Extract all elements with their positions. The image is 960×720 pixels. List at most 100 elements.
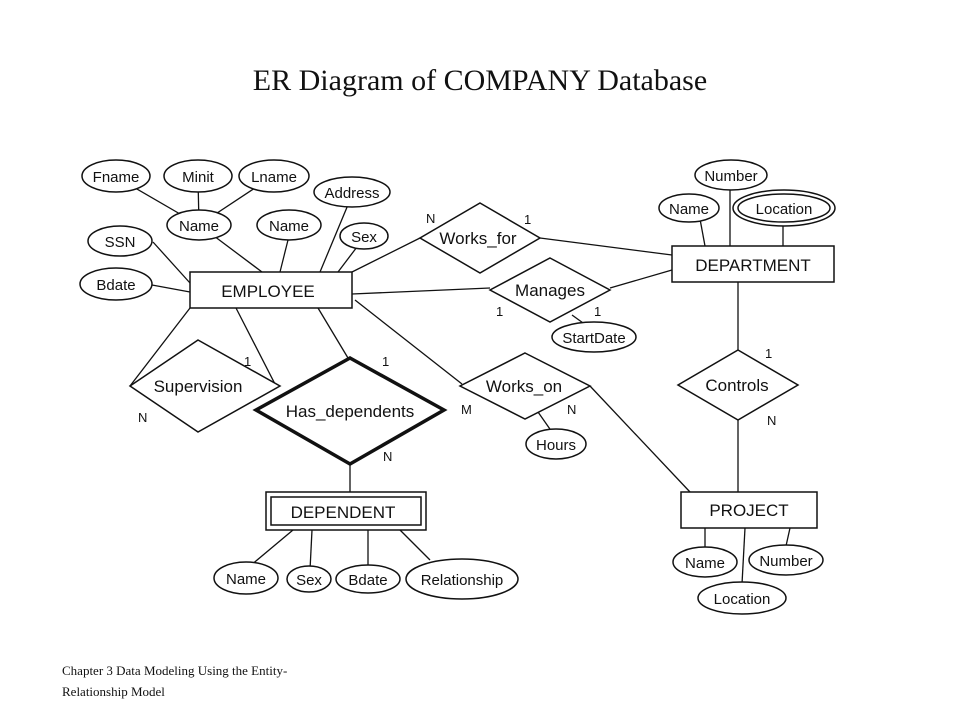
attr-emp-name2-label: Name <box>269 218 309 235</box>
cardinality-labels: N 1 1 1 1 N 1 N M N 1 N <box>138 211 776 464</box>
attributes: Fname Minit Lname Name Name Address Sex … <box>79 159 836 615</box>
card-controls-proj: N <box>767 413 776 428</box>
edge-proj-number <box>785 527 791 547</box>
attr-startdate <box>551 321 637 353</box>
attr-startdate-label: StartDate <box>562 330 625 347</box>
edge-manages-department <box>609 269 673 289</box>
edge-employee-manages <box>351 287 491 295</box>
card-supervision-supervisor: 1 <box>244 354 251 369</box>
edge-employee-supervision-n <box>129 307 191 387</box>
attr-fname-label: Fname <box>93 169 140 186</box>
edge-dept-name <box>699 218 706 247</box>
relationship-works-for-label: Works_for <box>439 229 516 248</box>
attr-dep-sex-label: Sex <box>296 572 322 589</box>
page-title: ER Diagram of COMPANY Database <box>253 64 707 97</box>
card-supervision-supervisee: N <box>138 410 147 425</box>
edge-works-for-department <box>539 237 673 256</box>
card-controls-dept: 1 <box>765 346 772 361</box>
edge-dep-relationship <box>399 529 431 561</box>
attr-dept-name-label: Name <box>669 201 709 218</box>
relationship-controls: Controls <box>676 349 800 421</box>
edge-name2-employee <box>279 235 290 273</box>
attr-dept-location-label: Location <box>756 201 813 218</box>
attr-dep-relationship-label: Relationship <box>421 572 504 589</box>
attr-dep-relationship <box>405 558 519 600</box>
edge-bdate-employee <box>151 284 191 293</box>
card-manages-dept: 1 <box>594 304 601 319</box>
attr-address-label: Address <box>324 185 379 202</box>
attr-lname-label: Lname <box>251 169 297 186</box>
attr-proj-location-label: Location <box>714 591 771 608</box>
attr-emp-name-label: Name <box>179 218 219 235</box>
edge-ssn-employee <box>152 241 191 284</box>
card-works-on-proj: N <box>567 402 576 417</box>
attr-minit <box>163 159 233 193</box>
attr-address <box>313 176 391 208</box>
attr-ssn <box>87 225 153 257</box>
entity-department: DEPARTMENT <box>671 245 835 283</box>
attr-proj-name <box>672 546 738 578</box>
edge-dep-name <box>249 529 294 567</box>
edge-employee-supervision-1 <box>235 307 277 387</box>
relationship-works-for: Works_for <box>418 202 542 274</box>
attr-hours-label: Hours <box>536 437 576 454</box>
card-manages-emp: 1 <box>496 304 503 319</box>
relationship-controls-label: Controls <box>705 376 768 395</box>
attr-dep-sex <box>286 565 332 593</box>
edge-proj-location <box>741 527 746 585</box>
attr-dep-name <box>213 561 279 595</box>
attr-proj-number-label: Number <box>759 553 812 570</box>
attr-proj-number <box>748 544 824 576</box>
attr-dep-bdate <box>335 564 401 594</box>
relationship-works-on: Works_on <box>458 352 592 420</box>
edge-name-employee <box>209 232 263 273</box>
card-has-dependents-emp: 1 <box>382 354 389 369</box>
entity-employee: EMPLOYEE <box>189 271 353 309</box>
edge-address-employee <box>319 199 351 273</box>
attr-fname <box>81 159 151 193</box>
attr-minit-label: Minit <box>182 169 215 186</box>
edge-employee-works-on <box>354 299 463 385</box>
relationship-manages-label: Manages <box>515 281 585 300</box>
entity-dependent: DEPENDENT <box>265 491 427 531</box>
entity-project-label: PROJECT <box>709 501 788 520</box>
relationship-has-dependents-label: Has_dependents <box>286 402 415 421</box>
entity-project: PROJECT <box>680 491 818 529</box>
attr-emp-sex-label: Sex <box>351 229 377 246</box>
attr-emp-name2 <box>256 209 322 241</box>
attr-emp-sex <box>339 222 389 250</box>
entity-employee-label: EMPLOYEE <box>221 282 315 301</box>
attr-emp-name <box>166 209 232 241</box>
card-works-on-emp: M <box>461 402 472 417</box>
footer-line-2: Relationship Model <box>62 684 165 699</box>
attr-dept-location <box>737 193 831 223</box>
card-works-for-dept: 1 <box>524 212 531 227</box>
relationship-manages: Manages <box>488 257 612 323</box>
attr-dept-name <box>658 193 720 223</box>
card-works-for-emp: N <box>426 211 435 226</box>
relationship-works-on-label: Works_on <box>486 377 562 396</box>
attr-dep-bdate-label: Bdate <box>348 572 387 589</box>
edge-works-on-project <box>589 385 691 493</box>
relationship-has-dependents: Has_dependents <box>252 356 448 467</box>
relationship-supervision: Supervision <box>128 339 282 433</box>
attr-lname <box>238 159 310 193</box>
relationship-supervision-label: Supervision <box>154 377 243 396</box>
card-has-dependents-dep: N <box>383 449 392 464</box>
edge-employee-has-dependents <box>317 307 349 359</box>
attr-dep-name-label: Name <box>226 571 266 588</box>
attr-proj-name-label: Name <box>685 555 725 572</box>
edge-employee-works-for <box>351 237 421 273</box>
entity-dependent-label: DEPENDENT <box>291 503 396 522</box>
attr-dept-number <box>694 159 768 191</box>
footer-line-1: Chapter 3 Data Modeling Using the Entity… <box>62 663 287 678</box>
attr-ssn-label: SSN <box>105 234 136 251</box>
attr-dept-number-label: Number <box>704 168 757 185</box>
attr-emp-bdate <box>79 267 153 301</box>
edge-dep-sex <box>309 529 313 571</box>
attr-emp-bdate-label: Bdate <box>96 277 135 294</box>
attr-proj-location <box>697 581 787 615</box>
entity-department-label: DEPARTMENT <box>695 256 811 275</box>
attr-hours <box>525 428 587 460</box>
